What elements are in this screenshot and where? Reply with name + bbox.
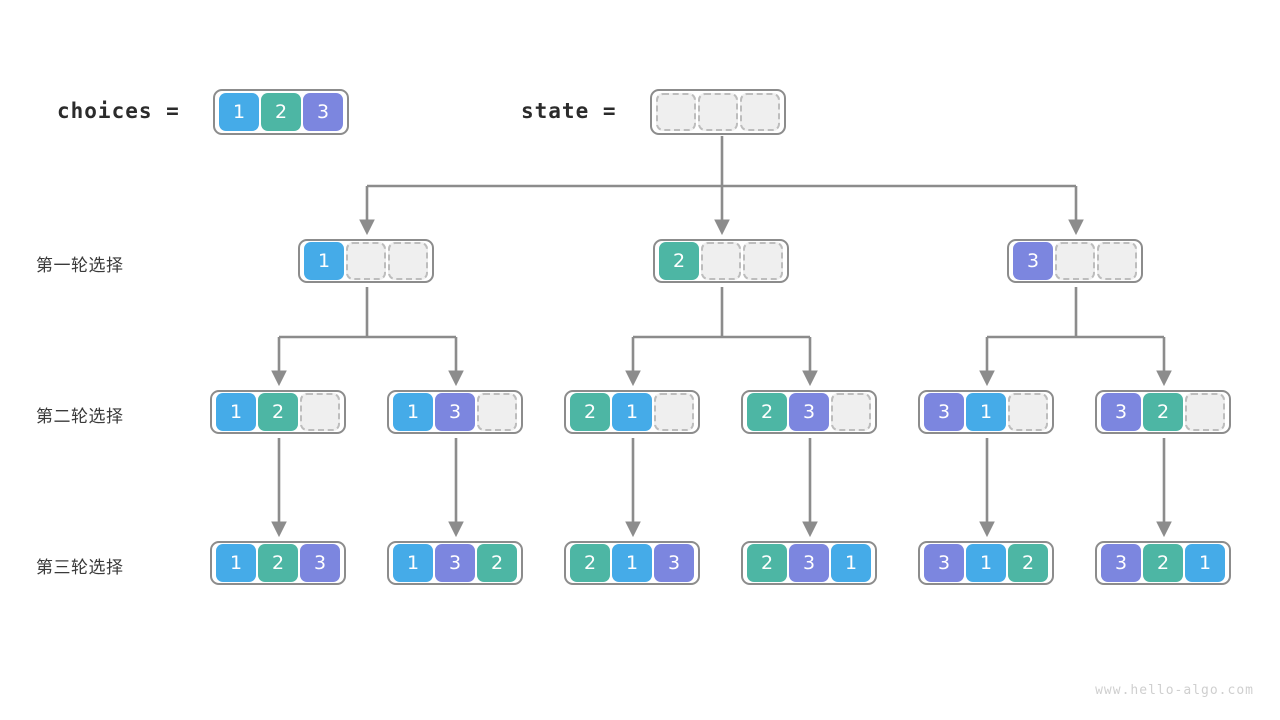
level2-node-5-cell-1: 2 xyxy=(1143,393,1183,431)
level3-node-5-cell-0: 3 xyxy=(1101,544,1141,582)
choices-cell-2: 3 xyxy=(303,93,343,131)
level1-node-2: 3 xyxy=(1007,239,1143,283)
level1-node-0-cell-0: 1 xyxy=(304,242,344,280)
level2-node-0-cell-1: 2 xyxy=(258,393,298,431)
level1-node-0: 1 xyxy=(298,239,434,283)
level3-node-2-cell-1: 1 xyxy=(612,544,652,582)
level1-node-1-cell-0: 2 xyxy=(659,242,699,280)
level3-node-4-cell-2: 2 xyxy=(1008,544,1048,582)
level3-node-5-cell-2: 1 xyxy=(1185,544,1225,582)
state-cell-1 xyxy=(698,93,738,131)
row-label-round1: 第一轮选择 xyxy=(36,256,124,276)
row-label-round3: 第三轮选择 xyxy=(36,558,124,578)
state-array xyxy=(650,89,786,135)
level1-node-1-cell-1 xyxy=(701,242,741,280)
level3-node-2-cell-2: 3 xyxy=(654,544,694,582)
level2-node-1-cell-2 xyxy=(477,393,517,431)
level1-node-0-cell-2 xyxy=(388,242,428,280)
level2-node-5-cell-0: 3 xyxy=(1101,393,1141,431)
level2-node-4-cell-1: 1 xyxy=(966,393,1006,431)
level2-node-4-cell-2 xyxy=(1008,393,1048,431)
level2-node-3-cell-2 xyxy=(831,393,871,431)
level3-node-4-cell-1: 1 xyxy=(966,544,1006,582)
level2-node-1-cell-1: 3 xyxy=(435,393,475,431)
level2-node-2-cell-2 xyxy=(654,393,694,431)
level3-node-0-cell-2: 3 xyxy=(300,544,340,582)
state-cell-2 xyxy=(740,93,780,131)
level2-node-4-cell-0: 3 xyxy=(924,393,964,431)
row-label-round2: 第二轮选择 xyxy=(36,407,124,427)
level2-node-5-cell-2 xyxy=(1185,393,1225,431)
level3-node-3-cell-0: 2 xyxy=(747,544,787,582)
level2-node-1-cell-0: 1 xyxy=(393,393,433,431)
choices-cell-1: 2 xyxy=(261,93,301,131)
level2-node-2-cell-1: 1 xyxy=(612,393,652,431)
level1-node-2-cell-1 xyxy=(1055,242,1095,280)
level3-node-3-cell-1: 3 xyxy=(789,544,829,582)
level3-node-5-cell-1: 2 xyxy=(1143,544,1183,582)
level3-node-1-cell-1: 3 xyxy=(435,544,475,582)
level3-node-0-cell-1: 2 xyxy=(258,544,298,582)
level2-node-0-cell-2 xyxy=(300,393,340,431)
level3-node-1-cell-2: 2 xyxy=(477,544,517,582)
level2-node-3-cell-1: 3 xyxy=(789,393,829,431)
level1-node-1: 2 xyxy=(653,239,789,283)
state-cell-0 xyxy=(656,93,696,131)
level3-node-2-cell-0: 2 xyxy=(570,544,610,582)
level3-node-0-cell-0: 1 xyxy=(216,544,256,582)
level1-node-1-cell-2 xyxy=(743,242,783,280)
level3-node-3-cell-2: 1 xyxy=(831,544,871,582)
watermark: www.hello-algo.com xyxy=(1095,683,1254,698)
level1-node-0-cell-1 xyxy=(346,242,386,280)
level1-node-2-cell-0: 3 xyxy=(1013,242,1053,280)
level2-node-0-cell-0: 1 xyxy=(216,393,256,431)
level1-node-2-cell-2 xyxy=(1097,242,1137,280)
choices-label: choices = xyxy=(57,99,180,123)
level3-node-1-cell-0: 1 xyxy=(393,544,433,582)
level2-node-2-cell-0: 2 xyxy=(570,393,610,431)
choices-cell-0: 1 xyxy=(219,93,259,131)
level2-node-3-cell-0: 2 xyxy=(747,393,787,431)
level3-node-4-cell-0: 3 xyxy=(924,544,964,582)
state-label: state = xyxy=(521,99,617,123)
